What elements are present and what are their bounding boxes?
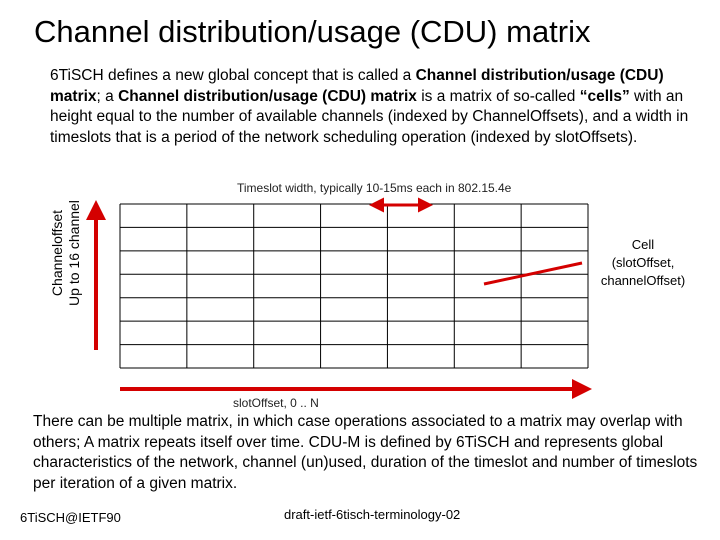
cell-label-line3: channelOffset) bbox=[600, 273, 686, 288]
footer-left: 6TiSCH@IETF90 bbox=[20, 510, 121, 525]
outro-paragraph: There can be multiple matrix, in which c… bbox=[33, 413, 698, 492]
intro-text-2: ; a bbox=[96, 87, 119, 105]
intro-text-3: is a matrix of so-called bbox=[416, 87, 580, 105]
slot-offset-axis-label: slotOffset, 0 .. N bbox=[233, 396, 319, 410]
cell-pointer-line bbox=[483, 261, 583, 286]
intro-bold-1: Channel distribution/usage (CDU) matrix bbox=[50, 67, 664, 105]
intro-paragraph: 6TiSCH defines a new global concept that… bbox=[50, 66, 690, 148]
timeslot-width-label: Timeslot width, typically 10-15ms each i… bbox=[237, 181, 512, 195]
cell-label: Cell (slotOffset, channelOffset) bbox=[588, 236, 698, 290]
channel-offset-label-line2: Up to 16 channel bbox=[66, 200, 82, 306]
slide-title: Channel distribution/usage (CDU) matrix bbox=[34, 14, 591, 49]
cell-label-line2: (slotOffset, bbox=[611, 255, 675, 270]
intro-text-4: with an height equal to the number of av… bbox=[50, 87, 689, 146]
footer-center: draft-ietf-6tisch-terminology-02 bbox=[284, 507, 461, 522]
cell-label-line1: Cell bbox=[631, 237, 655, 252]
cdu-grid bbox=[119, 203, 589, 369]
channel-offset-label-line1: Channeloffset bbox=[49, 209, 65, 297]
intro-bold-3: “cells” bbox=[579, 87, 630, 105]
intro-bold-2: Channel distribution/usage (CDU) matrix bbox=[118, 87, 417, 105]
intro-text-1: 6TiSCH defines a new global concept that… bbox=[50, 67, 416, 84]
channel-offset-axis-label: Channeloffset Up to 16 channel bbox=[49, 153, 83, 353]
